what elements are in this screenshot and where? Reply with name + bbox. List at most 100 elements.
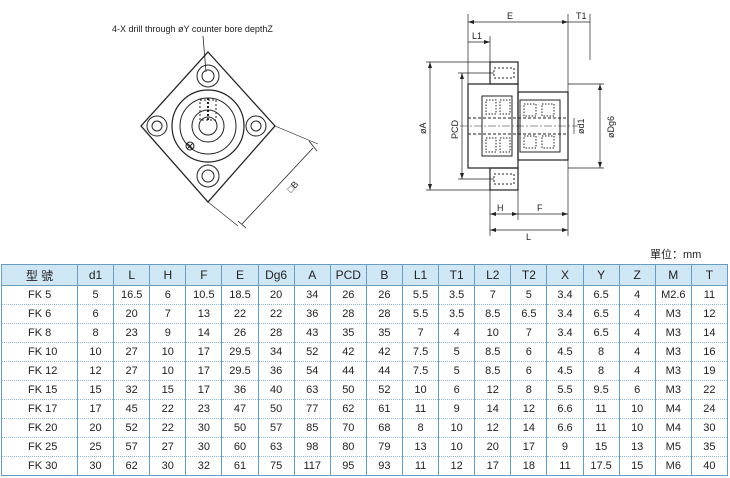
table-cell: 11 bbox=[690, 285, 729, 305]
model-cell: FK 17 bbox=[1, 399, 78, 419]
table-cell: 5.5 bbox=[546, 380, 584, 400]
table-cell: 5 bbox=[510, 285, 548, 305]
table-cell: 26 bbox=[329, 285, 367, 305]
table-cell: 10 bbox=[618, 399, 656, 419]
column-header: X bbox=[546, 264, 584, 286]
table-cell: 26 bbox=[365, 285, 403, 305]
table-cell: 18 bbox=[510, 456, 548, 476]
column-header: A bbox=[293, 264, 331, 286]
column-header: F bbox=[185, 264, 223, 286]
table-cell: 26 bbox=[221, 323, 259, 343]
model-cell: FK 10 bbox=[1, 342, 78, 362]
model-cell: FK 15 bbox=[1, 380, 78, 400]
column-header: T1 bbox=[438, 264, 476, 286]
table-cell: 22 bbox=[149, 399, 187, 419]
table-cell: 52 bbox=[113, 418, 151, 438]
dim-e-label: E bbox=[507, 11, 513, 21]
table-cell: 7.5 bbox=[401, 342, 440, 362]
table-cell: 30 bbox=[185, 418, 223, 438]
table-cell: 11 bbox=[401, 456, 440, 476]
table-cell: 6 bbox=[510, 342, 548, 362]
table-cell: 30 bbox=[76, 456, 115, 476]
dim-l1-label: L1 bbox=[472, 31, 482, 41]
table-cell: 10 bbox=[76, 342, 115, 362]
table-cell: 22 bbox=[149, 418, 187, 438]
dim-l-label: L bbox=[526, 232, 531, 242]
table-cell: 15 bbox=[582, 437, 620, 457]
column-header: L2 bbox=[474, 264, 512, 286]
table-cell: 6.6 bbox=[546, 418, 584, 438]
table-cell: 40 bbox=[257, 380, 295, 400]
table-cell: 10 bbox=[438, 418, 476, 438]
table-cell: 27 bbox=[113, 342, 151, 362]
table-cell: 50 bbox=[329, 380, 367, 400]
table-cell: 8 bbox=[582, 361, 620, 381]
table-cell: 44 bbox=[329, 361, 367, 381]
table-cell: 30 bbox=[690, 418, 729, 438]
table-cell: 17 bbox=[185, 361, 223, 381]
model-cell: FK 30 bbox=[1, 456, 78, 476]
table-cell: 117 bbox=[293, 456, 331, 476]
table-cell: 7 bbox=[401, 323, 440, 343]
table-cell: 27 bbox=[113, 361, 151, 381]
table-cell: 4 bbox=[618, 285, 656, 305]
table-cell: 12 bbox=[690, 304, 729, 324]
table-cell: 45 bbox=[113, 399, 151, 419]
table-cell: 8.5 bbox=[474, 304, 512, 324]
table-cell: M4 bbox=[654, 418, 692, 438]
table-cell: 95 bbox=[329, 456, 367, 476]
table-cell: 6.5 bbox=[582, 285, 620, 305]
table-cell: 6.5 bbox=[582, 323, 620, 343]
column-header: Z bbox=[618, 264, 656, 286]
table-cell: 27 bbox=[149, 437, 187, 457]
table-cell: 68 bbox=[365, 418, 403, 438]
table-cell: 10 bbox=[149, 361, 187, 381]
table-cell: 15 bbox=[149, 380, 187, 400]
table-cell: 5 bbox=[438, 361, 476, 381]
table-cell: 11 bbox=[582, 399, 620, 419]
table-cell: 79 bbox=[365, 437, 403, 457]
table-cell: 47 bbox=[221, 399, 259, 419]
table-cell: M3 bbox=[654, 361, 692, 381]
table-cell: 62 bbox=[113, 456, 151, 476]
column-header: T bbox=[690, 264, 729, 286]
table-cell: 36 bbox=[293, 304, 331, 324]
table-cell: 5 bbox=[438, 342, 476, 362]
table-cell: 22 bbox=[221, 304, 259, 324]
table-cell: 52 bbox=[365, 380, 403, 400]
column-header: L1 bbox=[401, 264, 440, 286]
column-header: Y bbox=[582, 264, 620, 286]
table-cell: 11 bbox=[546, 456, 584, 476]
table-cell: 4 bbox=[618, 342, 656, 362]
table-cell: 42 bbox=[365, 342, 403, 362]
table-cell: M3 bbox=[654, 380, 692, 400]
table-cell: 12 bbox=[510, 399, 548, 419]
table-cell: 20 bbox=[474, 437, 512, 457]
table-cell: 5 bbox=[76, 285, 115, 305]
table-cell: 17 bbox=[76, 399, 115, 419]
table-cell: 16 bbox=[690, 342, 729, 362]
table-cell: 17 bbox=[185, 380, 223, 400]
table-cell: 16.5 bbox=[113, 285, 151, 305]
table-cell: 13 bbox=[401, 437, 440, 457]
table-cell: 29.5 bbox=[221, 361, 259, 381]
table-cell: 3.4 bbox=[546, 304, 584, 324]
table-cell: 8.5 bbox=[474, 342, 512, 362]
table-cell: 22 bbox=[690, 380, 729, 400]
table-cell: 42 bbox=[329, 342, 367, 362]
table-cell: 43 bbox=[293, 323, 331, 343]
flange-top-view bbox=[140, 35, 319, 229]
table-cell: 70 bbox=[329, 418, 367, 438]
table-cell: 12 bbox=[438, 456, 476, 476]
table-cell: 57 bbox=[257, 418, 295, 438]
column-header: M bbox=[654, 264, 692, 286]
table-cell: 52 bbox=[293, 342, 331, 362]
table-cell: 35 bbox=[690, 437, 729, 457]
table-cell: 20 bbox=[76, 418, 115, 438]
